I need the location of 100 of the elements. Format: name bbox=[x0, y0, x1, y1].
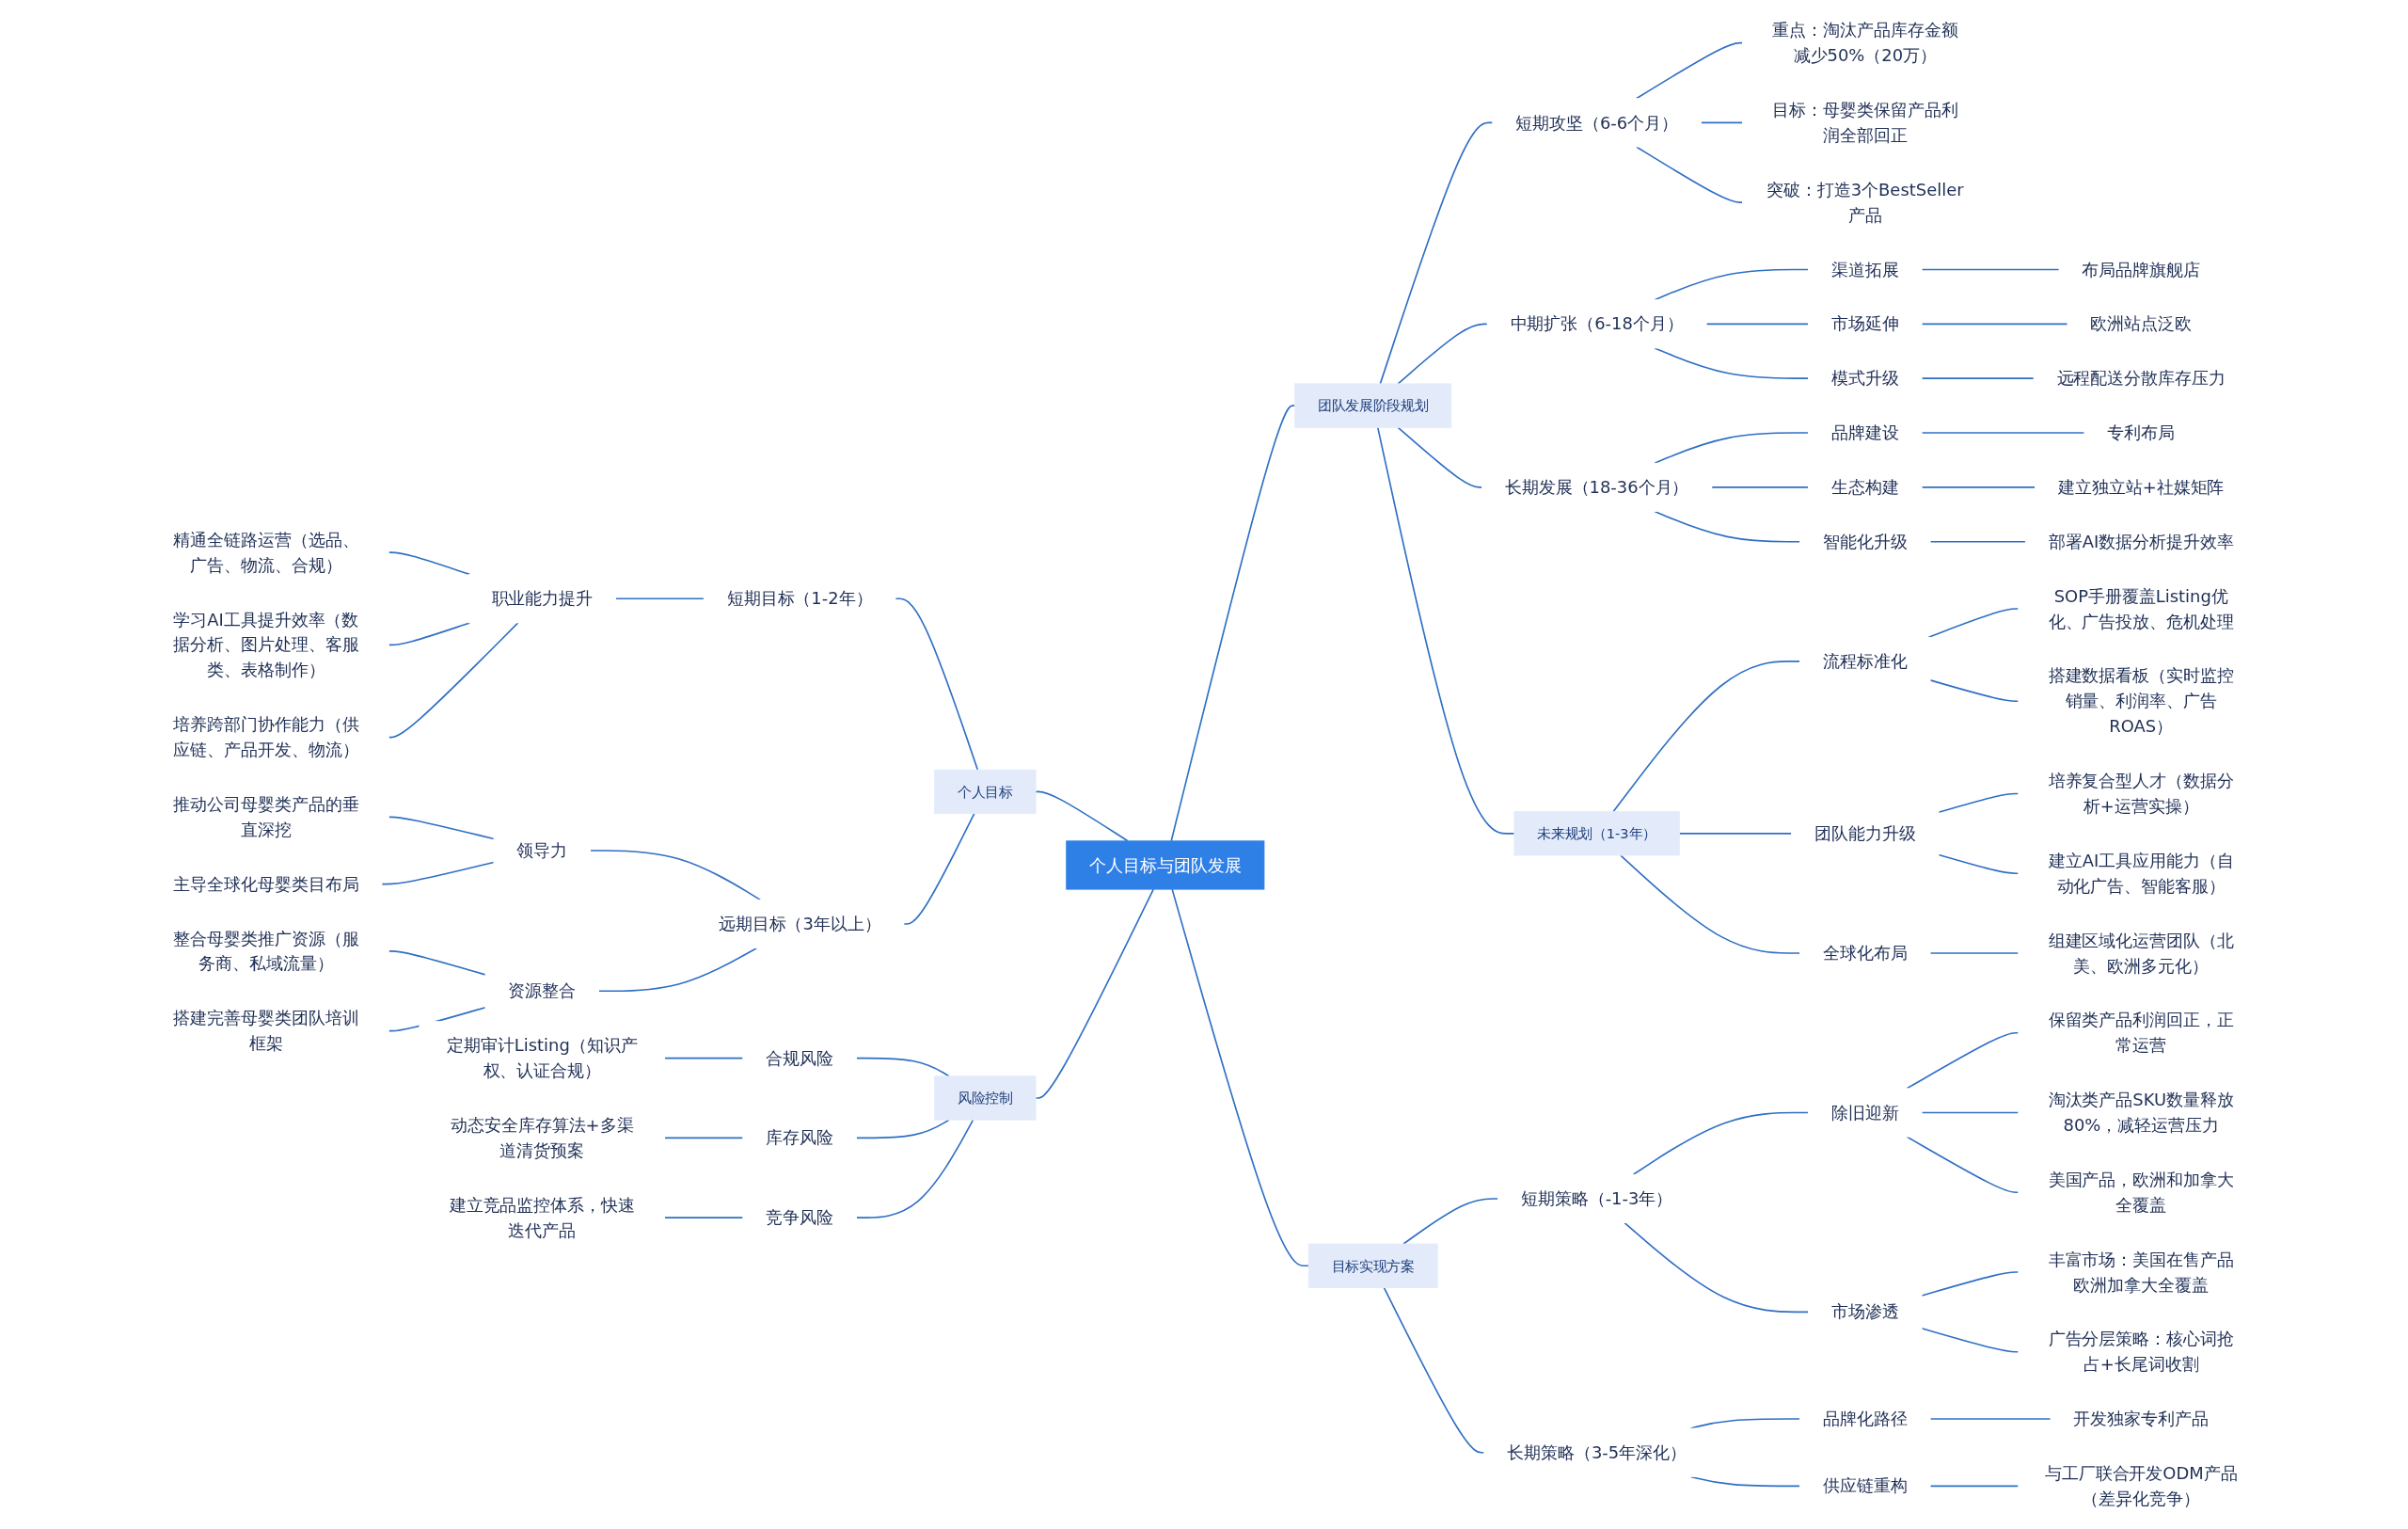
connector bbox=[1035, 790, 1130, 842]
connector bbox=[1921, 432, 2086, 434]
node-text: 淘汰类产品SKU数量释放80%，减轻运营压力 bbox=[2049, 1090, 2235, 1136]
connector bbox=[615, 597, 705, 600]
node-box: 目标实现方案 bbox=[1308, 1243, 1438, 1288]
node-box: 未来规划（1-3年） bbox=[1513, 811, 1681, 856]
node-text: 培养跨部门协作能力（供应链、产品开发、物流） bbox=[173, 714, 359, 760]
connector bbox=[1397, 426, 1483, 488]
node-text: 培养复合型人才（数据分析+运营实操） bbox=[2049, 771, 2235, 817]
connector bbox=[1921, 377, 2036, 379]
node-text: 重点：淘汰产品库存金额减少50%（20万） bbox=[1772, 21, 1958, 66]
connector bbox=[1906, 1031, 2020, 1090]
node-text: 市场渗透 bbox=[1831, 1302, 1900, 1322]
node-text: 建立独立站+社媒矩阵 bbox=[2058, 477, 2225, 498]
connector bbox=[1921, 323, 2069, 326]
node-text: 领导力 bbox=[516, 840, 568, 861]
node-text: 保留类产品利润回正，正常运营 bbox=[2049, 1011, 2235, 1056]
node-text: 职业能力提升 bbox=[491, 589, 594, 609]
connector bbox=[1170, 405, 1296, 842]
node-text: 团队能力升级 bbox=[1814, 823, 1917, 844]
node-text: 搭建完善母婴类团队培训框架 bbox=[173, 1009, 359, 1054]
node-text: 突破：打造3个BestSeller产品 bbox=[1766, 180, 1964, 225]
connector bbox=[388, 816, 496, 840]
node-text: 生态构建 bbox=[1831, 477, 1900, 498]
node-text: SOP手册覆盖Listing优化、广告投放、危机处理 bbox=[2049, 586, 2235, 631]
node-text: 美国产品，欧洲和加拿大全覆盖 bbox=[2049, 1170, 2235, 1215]
node-text: 目标：母婴类保留产品利润全部回正 bbox=[1772, 100, 1958, 146]
connector bbox=[1624, 1221, 1810, 1314]
connector bbox=[664, 1217, 745, 1218]
connector bbox=[1035, 888, 1155, 1099]
node-text: 资源整合 bbox=[508, 981, 577, 1001]
connector bbox=[1705, 323, 1810, 326]
connector bbox=[895, 597, 979, 771]
connector bbox=[1654, 347, 1810, 379]
node-text: 专利布局 bbox=[2107, 422, 2176, 443]
connector bbox=[1906, 1136, 2020, 1194]
node-text: 短期攻坚（6-6个月） bbox=[1515, 113, 1679, 133]
connector bbox=[1402, 1198, 1499, 1245]
connector bbox=[1921, 1327, 2020, 1353]
connector bbox=[1383, 1286, 1486, 1454]
connector bbox=[1701, 121, 1744, 124]
node-text: 中期扩张（6-18个月） bbox=[1511, 314, 1685, 334]
node-text: 除旧迎新 bbox=[1831, 1103, 1900, 1123]
node-text: 长期策略（3-5年深化） bbox=[1507, 1442, 1687, 1462]
connector bbox=[856, 1057, 951, 1077]
connector bbox=[1929, 679, 2020, 703]
connector bbox=[1620, 854, 1801, 954]
connector bbox=[1636, 146, 1744, 203]
connector bbox=[1171, 888, 1310, 1267]
node-text: 智能化升级 bbox=[1823, 532, 1909, 551]
node-box: 团队发展阶段规划 bbox=[1294, 383, 1452, 428]
node-text: 与工厂联合开发ODM产品（差异化竞争） bbox=[2045, 1463, 2239, 1508]
node-text: 欧洲站点泛欧 bbox=[2090, 314, 2193, 334]
connector bbox=[1654, 432, 1810, 465]
node-text: 推动公司母婴类产品的垂直深挖 bbox=[173, 794, 359, 839]
node-text: 远程配送分散库存压力 bbox=[2057, 368, 2226, 389]
node-text: 流程标准化 bbox=[1823, 651, 1909, 672]
node-text: 开发独家专利产品 bbox=[2073, 1409, 2210, 1429]
node-box: 个人目标 bbox=[934, 769, 1037, 815]
node-text: 全球化布局 bbox=[1823, 943, 1909, 964]
node-text: 品牌建设 bbox=[1831, 422, 1900, 443]
node-text: 竞争风险 bbox=[766, 1207, 834, 1228]
connector bbox=[856, 1119, 951, 1139]
connector bbox=[1921, 1271, 2020, 1297]
connector bbox=[1654, 268, 1810, 301]
connector bbox=[1938, 792, 2020, 814]
node-text: 短期策略（-1-3年） bbox=[1521, 1188, 1673, 1209]
node-text: 建立竞品监控体系，快速迭代产品 bbox=[450, 1195, 636, 1240]
connector bbox=[1929, 952, 2020, 954]
connector bbox=[1921, 486, 2036, 488]
node-text: 渠道拓展 bbox=[1831, 260, 1900, 279]
node-text: 部署AI数据分析提升效率 bbox=[2049, 532, 2235, 551]
node-text: 精通全链路运营（选品、广告、物流、合规） bbox=[173, 530, 359, 575]
connector bbox=[664, 1137, 745, 1139]
connector bbox=[388, 551, 471, 576]
node-text: 库存风险 bbox=[766, 1128, 834, 1148]
connector bbox=[1711, 486, 1810, 488]
node-text: 合规风险 bbox=[766, 1048, 834, 1068]
connector bbox=[1679, 833, 1793, 835]
connector bbox=[1938, 853, 2020, 875]
connector bbox=[1929, 1485, 2020, 1488]
node-text: 供应链重构 bbox=[1823, 1476, 1909, 1496]
connector bbox=[1377, 426, 1516, 835]
node-text: 整合母婴类推广资源（服务商、私域流量） bbox=[173, 929, 359, 974]
connector bbox=[1927, 608, 2020, 639]
connector bbox=[590, 850, 762, 901]
connector bbox=[1380, 121, 1495, 385]
connector bbox=[388, 950, 487, 976]
node-text: 丰富市场：美国在售产品欧洲加拿大全覆盖 bbox=[2049, 1250, 2235, 1295]
connector bbox=[1654, 510, 1801, 543]
node-text: 布局品牌旗舰店 bbox=[2082, 260, 2201, 279]
connector bbox=[388, 622, 519, 739]
node-text: 主导全球化母婴类目布局 bbox=[173, 874, 359, 894]
node-box: 个人目标与团队发展 bbox=[1066, 840, 1265, 890]
node-text: 品牌化路径 bbox=[1823, 1409, 1909, 1429]
connector bbox=[903, 812, 975, 925]
connector bbox=[1929, 540, 2027, 543]
connector bbox=[1921, 268, 2061, 271]
node-text: 组建区域化运营团队（北美、欧洲多元化） bbox=[2049, 931, 2235, 976]
node-text: 广告分层策略：核心词抢占+长尾词收割 bbox=[2049, 1330, 2235, 1375]
